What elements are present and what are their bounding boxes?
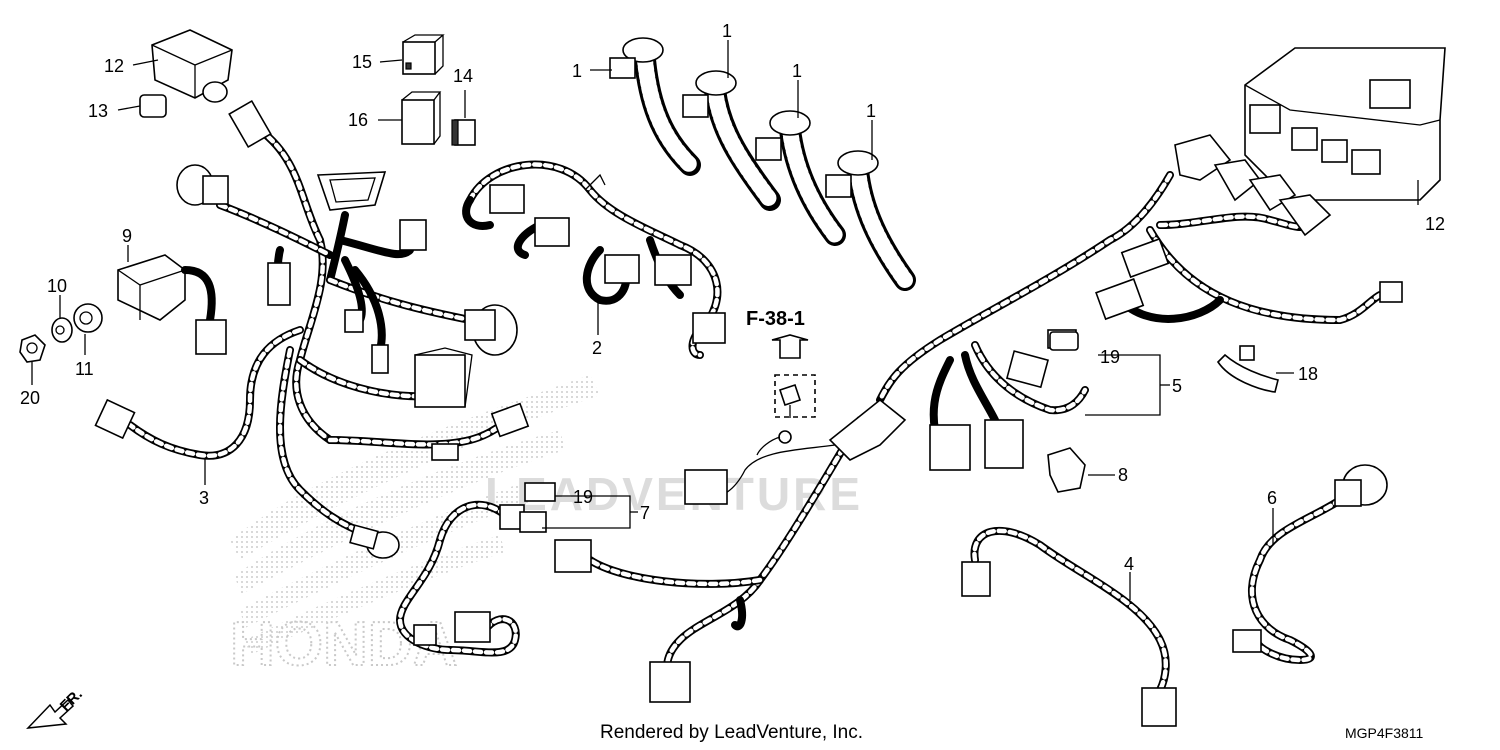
footer-credit: Rendered by LeadVenture, Inc. [600,722,863,743]
callout-10: 10 [47,276,67,296]
sub-harness-part-7 [396,482,556,657]
sensor-part-12 [151,29,233,103]
callout-1d: 1 [866,101,876,121]
callout-13: 13 [88,101,108,121]
callout-1b: 1 [722,21,732,41]
collar-part-11 [73,303,103,333]
callout-5: 5 [1172,376,1182,396]
clip-part-19 [1049,331,1079,351]
callout-9: 9 [122,226,132,246]
cap-part-13 [139,94,167,118]
callout-1a: 1 [572,61,582,81]
sub-harness-part-6 [1232,464,1388,664]
callout-20: 20 [20,388,40,408]
ecu-module-part-17 [1244,47,1446,201]
callout-6: 6 [1267,488,1277,508]
ignition-coils-part-1 [609,37,916,291]
reference-label: F-38-1 [746,308,805,330]
leader-lines [31,40,1419,600]
left-harness-part-3 [94,99,530,559]
part-callouts: 1 1 1 1 12 2 3 4 5 6 7 8 9 10 11 12 13 1… [20,21,1445,574]
nut-part-20 [19,334,46,363]
callout-8: 8 [1118,465,1128,485]
callout-4: 4 [1124,554,1134,574]
front-direction-indicator: FR. [26,686,86,729]
callout-3: 3 [199,488,209,508]
reference-arrow [771,334,809,359]
sub-harness-part-2 [462,160,726,359]
callout-12: 12 [104,56,124,76]
band-part-18 [1216,345,1279,393]
relay-part-9 [117,254,227,355]
main-wire-harness [586,171,1384,684]
main-harness-connectors [554,134,1403,703]
callout-11: 11 [75,359,94,379]
relay-part-15 [402,34,445,75]
callout-15: 15 [352,52,372,72]
fuse-part-14 [451,119,476,146]
callout-19a: 19 [1100,347,1120,367]
callout-17: 12 [1425,214,1445,234]
callout-14: 14 [453,66,473,86]
callout-16: 16 [348,110,368,130]
callout-2: 2 [592,338,602,358]
relay-holder-part-16 [401,91,442,145]
callout-7: 7 [640,503,650,523]
sub-harness-part-4 [961,526,1177,727]
callout-1c: 1 [792,61,802,81]
bushing-part-10 [51,317,73,343]
clip-part-8 [1047,447,1086,493]
diagram-code: MGP4F3811 [1345,725,1424,741]
callout-18: 18 [1298,364,1318,384]
callout-19b: 19 [573,487,593,507]
